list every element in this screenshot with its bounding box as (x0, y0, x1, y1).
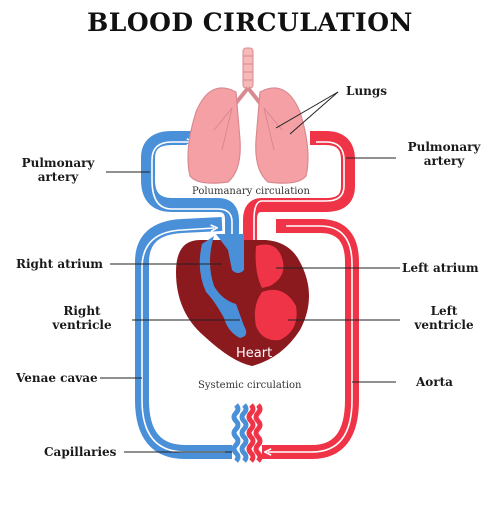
label-right-ventricle-line1: Right (63, 304, 101, 318)
label-heart: Heart (236, 346, 273, 361)
left-ventricle-chamber (254, 289, 297, 341)
pulmonary-artery-right-vessel (243, 131, 355, 252)
label-pulmonary-artery-left-line2: artery (37, 170, 79, 184)
label-pulmonary-artery-right-line1: Pulmonary (407, 140, 481, 154)
label-pulmonary-artery-left-line1: Pulmonary (21, 156, 95, 170)
caption-systemic-circulation: Systemic circulation (198, 380, 302, 391)
label-left-ventricle-line1: Left (430, 304, 458, 318)
right-atrium-chamber (199, 236, 247, 338)
pulmonary-artery-left-flow (151, 142, 233, 246)
page-title: BLOOD CIRCULATION (87, 8, 413, 37)
label-capillaries: Capillaries (44, 445, 117, 459)
capillaries-bed (231, 400, 263, 463)
label-pulmonary-artery-right: Pulmonary artery (396, 140, 492, 168)
label-left-atrium: Left atrium (402, 261, 479, 275)
pulmonary-artery-right-flow (254, 141, 345, 246)
label-right-ventricle-line2: ventricle (52, 318, 112, 332)
label-lungs: Lungs (346, 84, 388, 98)
lungs-illustration (187, 47, 309, 184)
label-pulmonary-artery-right-line2: artery (423, 154, 465, 168)
label-aorta: Aorta (416, 375, 453, 389)
label-pulmonary-artery-left: Pulmonary artery (10, 156, 106, 184)
label-left-ventricle: Left ventricle (396, 304, 492, 332)
caption-pulmonary-circulation: Polumanary circulation (192, 186, 310, 197)
left-atrium-chamber (255, 244, 284, 288)
label-right-ventricle: Right ventricle (30, 304, 134, 332)
pulmonary-artery-left-vessel (141, 131, 239, 250)
aorta-flow (268, 225, 353, 452)
pointer-lines (100, 91, 400, 453)
label-left-ventricle-line2: ventricle (414, 318, 474, 332)
heart-illustration (176, 234, 309, 366)
label-venae-cavae: Venae cavae (16, 371, 98, 385)
label-right-atrium: Right atrium (16, 257, 103, 271)
venae-cavae-flow (141, 228, 225, 453)
